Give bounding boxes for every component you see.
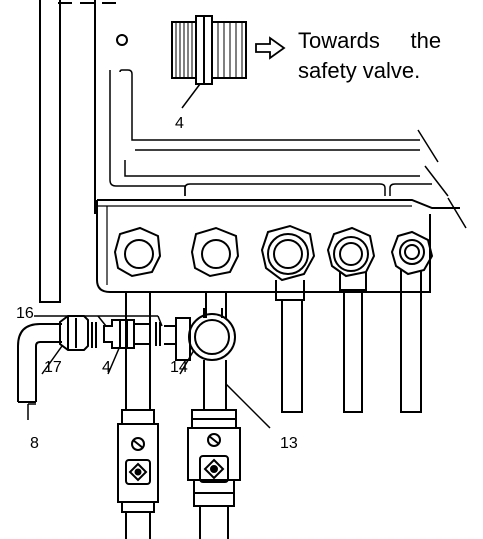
screw-hole (116, 34, 128, 46)
leader-lines (27, 83, 271, 429)
safety-valve-callout: Towards the safety valve. (298, 28, 441, 83)
manifold-fittings (113, 224, 434, 282)
label-fitting: 4 (102, 359, 111, 376)
down-pipes (125, 270, 422, 413)
label-nut: 17 (44, 359, 62, 376)
top-threaded-fitting (171, 15, 247, 85)
callout-line-2: safety valve. (298, 58, 420, 83)
left-valve (117, 320, 159, 539)
label-top-fitting: 4 (175, 115, 184, 132)
boiler-frame (39, 0, 467, 303)
label-gasket: 16 (16, 305, 34, 322)
callout-line-1: Towards the (298, 28, 441, 53)
left-assembly (17, 315, 177, 403)
part-labels: 4 16 17 4 8 14 13 (16, 115, 298, 452)
right-valve (187, 409, 241, 539)
arrow-right-icon (255, 36, 286, 60)
label-tee: 14 (170, 359, 188, 376)
label-pipe: 13 (280, 435, 298, 452)
connection-manifold (96, 199, 460, 293)
label-elbow: 8 (30, 435, 39, 452)
